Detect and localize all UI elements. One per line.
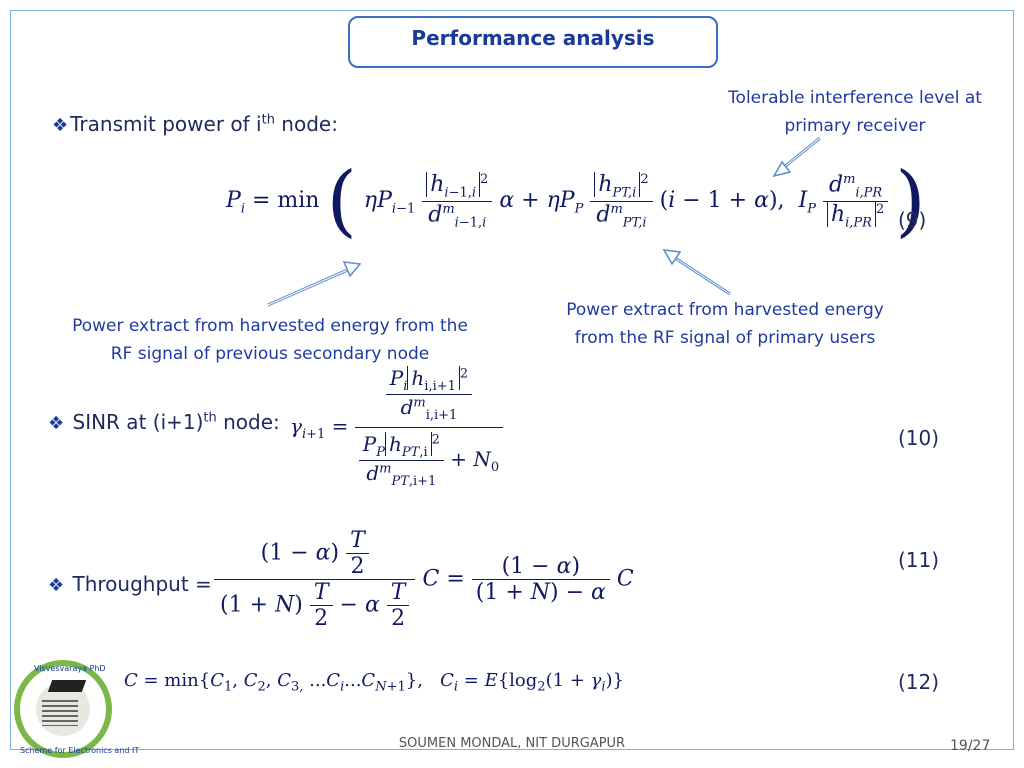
primary-line1: Power extract from harvested energy — [566, 300, 884, 320]
bullet-throughput: ❖ Throughput = — [48, 572, 212, 596]
diamond-bullet-icon: ❖ — [48, 413, 65, 434]
slide-title-text: Performance analysis — [411, 26, 655, 50]
logo-lines — [42, 700, 78, 726]
bullet-transmit-power: ❖Transmit power of ith node: — [52, 112, 338, 136]
equation-12: C = min{C1, C2, C3, ...Ci...CN+1}, Ci = … — [124, 670, 624, 695]
equation-number-12: (12) — [898, 670, 940, 694]
sinr-label: SINR at (i+1) — [66, 410, 204, 434]
throughput-label: Throughput = — [66, 572, 212, 596]
sinr-tail: node: — [216, 410, 280, 434]
equation-number-10: (10) — [898, 426, 940, 450]
prev-node-line1: Power extract from harvested energy from… — [72, 316, 468, 336]
arrow-to-previous-node — [267, 261, 362, 307]
tolerable-line1: Tolerable interference level at — [728, 88, 982, 108]
arrow-to-primary-users — [662, 249, 731, 296]
logo-text-top: Visvesvaraya PhD — [34, 664, 106, 673]
diamond-bullet-icon: ❖ — [48, 575, 65, 596]
transmit-label: Transmit power of i — [70, 112, 262, 136]
logo-text-bottom: Scheme for Electronics and IT — [20, 746, 140, 755]
page-number: 19/27 — [950, 738, 991, 754]
slide-frame — [10, 10, 1014, 750]
arrow-to-tolerable — [772, 136, 821, 178]
prev-node-line2: RF signal of previous secondary node — [110, 344, 430, 364]
diamond-bullet-icon: ❖ — [52, 115, 69, 136]
graduation-cap-icon — [47, 680, 87, 692]
primary-line2: from the RF signal of primary users — [574, 328, 876, 348]
equation-number-9: (9) — [898, 208, 927, 232]
bullet-sinr: ❖ SINR at (i+1)th node: — [48, 410, 280, 434]
tolerable-line2: primary receiver — [784, 116, 926, 136]
visvesvaraya-logo: Visvesvaraya PhD Scheme for Electronics … — [14, 660, 139, 758]
footer-author: SOUMEN MONDAL, NIT DURGAPUR — [398, 736, 626, 751]
slide-title: Performance analysis — [348, 16, 718, 68]
sinr-sup: th — [203, 410, 217, 426]
annotation-previous-node: Power extract from harvested energy from… — [50, 312, 490, 368]
transmit-sup: th — [261, 112, 275, 128]
transmit-tail: node: — [274, 112, 338, 136]
equation-number-11: (11) — [898, 548, 940, 572]
annotation-primary-users: Power extract from harvested energy from… — [540, 296, 910, 352]
annotation-tolerable-interference: Tolerable interference level at primary … — [700, 84, 1010, 140]
